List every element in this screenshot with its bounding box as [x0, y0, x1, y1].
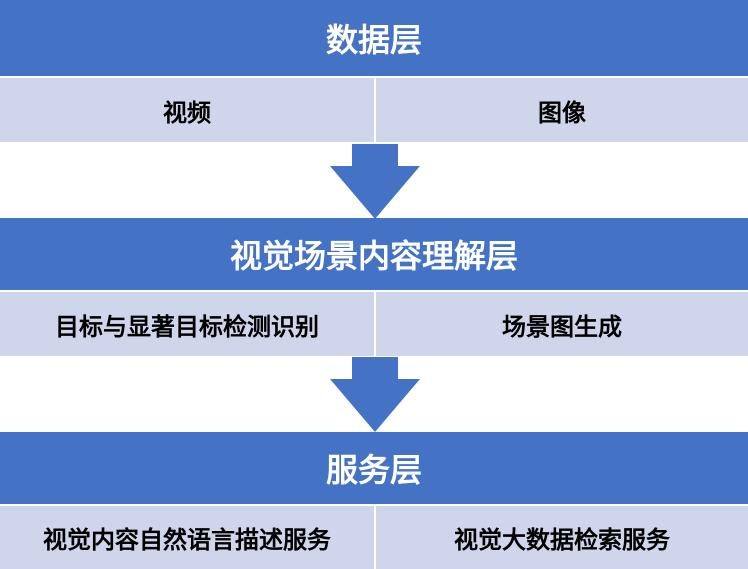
down-arrow-icon — [330, 357, 420, 432]
image-label: 图像 — [538, 98, 586, 127]
scene-graph-cell: 场景图生成 — [376, 292, 748, 356]
caption-service-label: 视觉内容自然语言描述服务 — [43, 526, 331, 554]
data-layer-header: 数据层 — [0, 0, 748, 76]
data-layer-cells: 视频 图像 — [0, 78, 748, 142]
image-cell: 图像 — [376, 78, 748, 142]
service-layer-header: 服务层 — [0, 432, 748, 504]
retrieval-service-label: 视觉大数据检索服务 — [454, 526, 670, 554]
object-detection-cell: 目标与显著目标检测识别 — [0, 292, 374, 356]
scene-understanding-layer-cells: 目标与显著目标检测识别 场景图生成 — [0, 292, 748, 356]
object-detection-label: 目标与显著目标检测识别 — [55, 312, 319, 341]
data-layer-title: 数据层 — [325, 21, 422, 59]
scene-understanding-layer-header: 视觉场景内容理解层 — [0, 218, 748, 290]
retrieval-service-cell: 视觉大数据检索服务 — [376, 506, 748, 569]
scene-graph-label: 场景图生成 — [502, 312, 622, 341]
video-label: 视频 — [163, 98, 211, 127]
video-cell: 视频 — [0, 78, 374, 142]
down-arrow-icon — [330, 144, 420, 219]
service-layer-title: 服务层 — [325, 451, 422, 489]
scene-understanding-layer-title: 视觉场景内容理解层 — [229, 237, 518, 275]
caption-service-cell: 视觉内容自然语言描述服务 — [0, 506, 374, 569]
service-layer-cells: 视觉内容自然语言描述服务 视觉大数据检索服务 — [0, 506, 748, 569]
